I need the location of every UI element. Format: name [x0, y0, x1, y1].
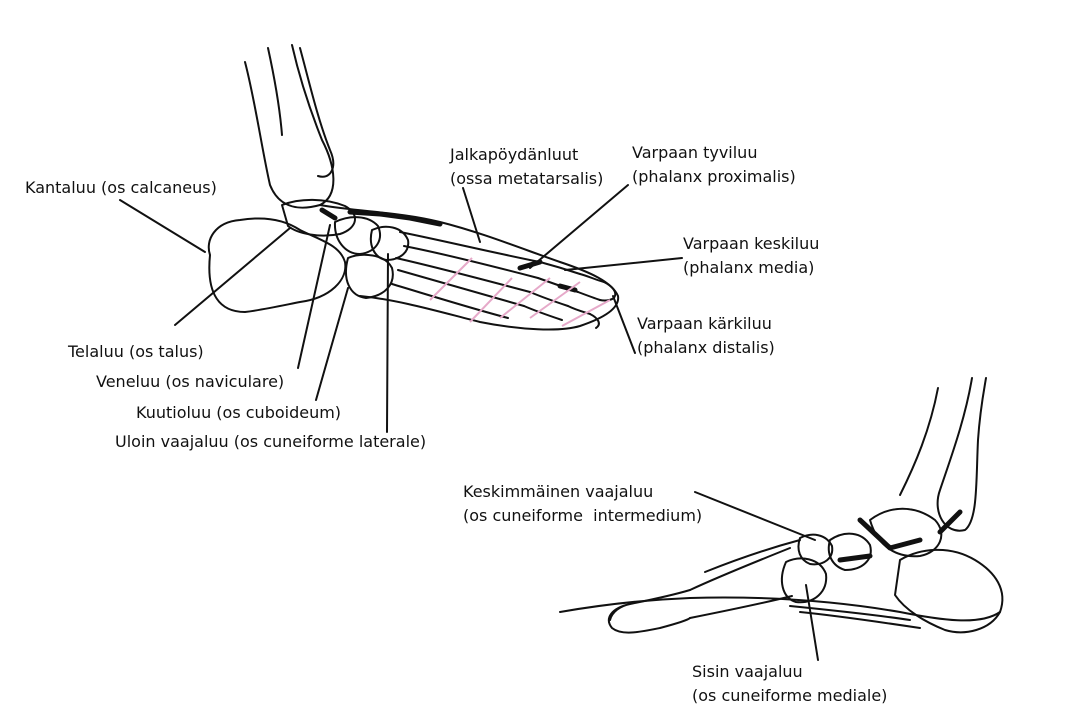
- leader-kantaluu: [119, 199, 206, 253]
- dorsal-outline: [319, 204, 620, 331]
- cuneiform-intermediate-bone: [797, 533, 834, 566]
- label-medial-cuneiform: Sisin vaajaluu (os cuneiforme mediale): [692, 660, 887, 708]
- label-distal-phalanx-latin: (phalanx distalis): [637, 338, 775, 357]
- label-distal-phalanx-fi: Varpaan kärkiluu: [637, 314, 772, 333]
- label-metatarsals: Jalkapöydänluut (ossa metatarsalis): [450, 143, 603, 191]
- label-proximal-phalanx-fi: Varpaan tyviluu: [632, 143, 758, 162]
- leader-lines: [119, 184, 819, 661]
- label-lateral-cuneiform-text: Uloin vaajaluu (os cuneiforme laterale): [115, 432, 427, 451]
- label-cuboid: Kuutioluu (os cuboideum): [136, 401, 341, 425]
- phalanx-markers: [429, 257, 611, 327]
- label-proximal-phalanx: Varpaan tyviluu (phalanx proximalis): [632, 141, 796, 189]
- leader-karkiluu: [612, 295, 636, 354]
- medial-metatarsal-2: [704, 539, 801, 573]
- leader-tyviluu: [529, 184, 629, 269]
- label-medial-cuneiform-latin: (os cuneiforme mediale): [692, 686, 888, 705]
- label-calcaneus: Kantaluu (os calcaneus): [25, 176, 217, 200]
- cuneiform-medial-bone: [780, 557, 828, 604]
- label-middle-phalanx-latin: (phalanx media): [683, 258, 815, 277]
- leader-keskiluu: [564, 257, 683, 271]
- cuneiform-lateral-bone: [369, 225, 410, 261]
- lateral-foot-view: [207, 44, 620, 331]
- leader-kuutioluu: [315, 287, 349, 401]
- leader-veneluu: [297, 224, 331, 369]
- medial-fibula-line: [899, 387, 939, 496]
- leader-telaluu: [174, 227, 291, 326]
- medial-phalanges: [607, 589, 691, 634]
- label-distal-phalanx: Varpaan kärkiluu (phalanx distalis): [637, 312, 775, 360]
- leader-keskimmainen: [694, 491, 816, 541]
- label-middle-phalanx: Varpaan keskiluu (phalanx media): [683, 232, 819, 280]
- cuboid-bone: [345, 253, 394, 299]
- talus-bone: [281, 198, 356, 237]
- label-intermediate-cuneiform-latin: (os cuneiforme intermedium): [463, 506, 703, 525]
- medial-tibia-bone: [936, 377, 987, 532]
- label-middle-phalanx-fi: Varpaan keskiluu: [683, 234, 820, 253]
- label-cuboid-text: Kuutioluu (os cuboideum): [136, 403, 342, 422]
- leader-sisin: [805, 584, 819, 661]
- plantar-ligaments: [789, 605, 921, 629]
- label-proximal-phalanx-latin: (phalanx proximalis): [632, 167, 796, 186]
- tibia-bone: [244, 44, 335, 209]
- label-medial-cuneiform-fi: Sisin vaajaluu: [692, 662, 803, 681]
- label-intermediate-cuneiform: Keskimmäinen vaajaluu (os cuneiforme int…: [463, 480, 702, 528]
- label-metatarsals-fi: Jalkapöydänluut: [450, 145, 579, 164]
- leader-uloin: [386, 253, 389, 433]
- plantar-outline: [559, 596, 1001, 622]
- medial-talus-bone: [869, 507, 943, 558]
- metatarsal-3: [391, 283, 509, 319]
- label-lateral-cuneiform: Uloin vaajaluu (os cuneiforme laterale): [115, 430, 426, 454]
- label-navicular: Veneluu (os naviculare): [96, 370, 284, 394]
- label-navicular-text: Veneluu (os naviculare): [96, 372, 285, 391]
- medial-joint-shading: [837, 509, 963, 563]
- metatarsal-1: [399, 231, 541, 279]
- label-calcaneus-text: Kantaluu (os calcaneus): [25, 178, 217, 197]
- label-metatarsals-latin: (ossa metatarsalis): [450, 169, 604, 188]
- phalanx-middle: [567, 273, 605, 315]
- medial-navicular-bone: [827, 532, 872, 571]
- label-talus: Telaluu (os talus): [68, 340, 204, 364]
- joint-shading: [319, 207, 578, 293]
- fibula-bone: [267, 47, 335, 178]
- navicular-bone: [333, 216, 381, 255]
- label-intermediate-cuneiform-fi: Keskimmäinen vaajaluu: [463, 482, 654, 501]
- metatarsal-2: [395, 257, 531, 307]
- calcaneus-bone: [207, 217, 347, 313]
- label-talus-text: Telaluu (os talus): [68, 342, 204, 361]
- medial-foot-view: [559, 377, 1004, 634]
- leader-jalkapoyta: [462, 187, 481, 243]
